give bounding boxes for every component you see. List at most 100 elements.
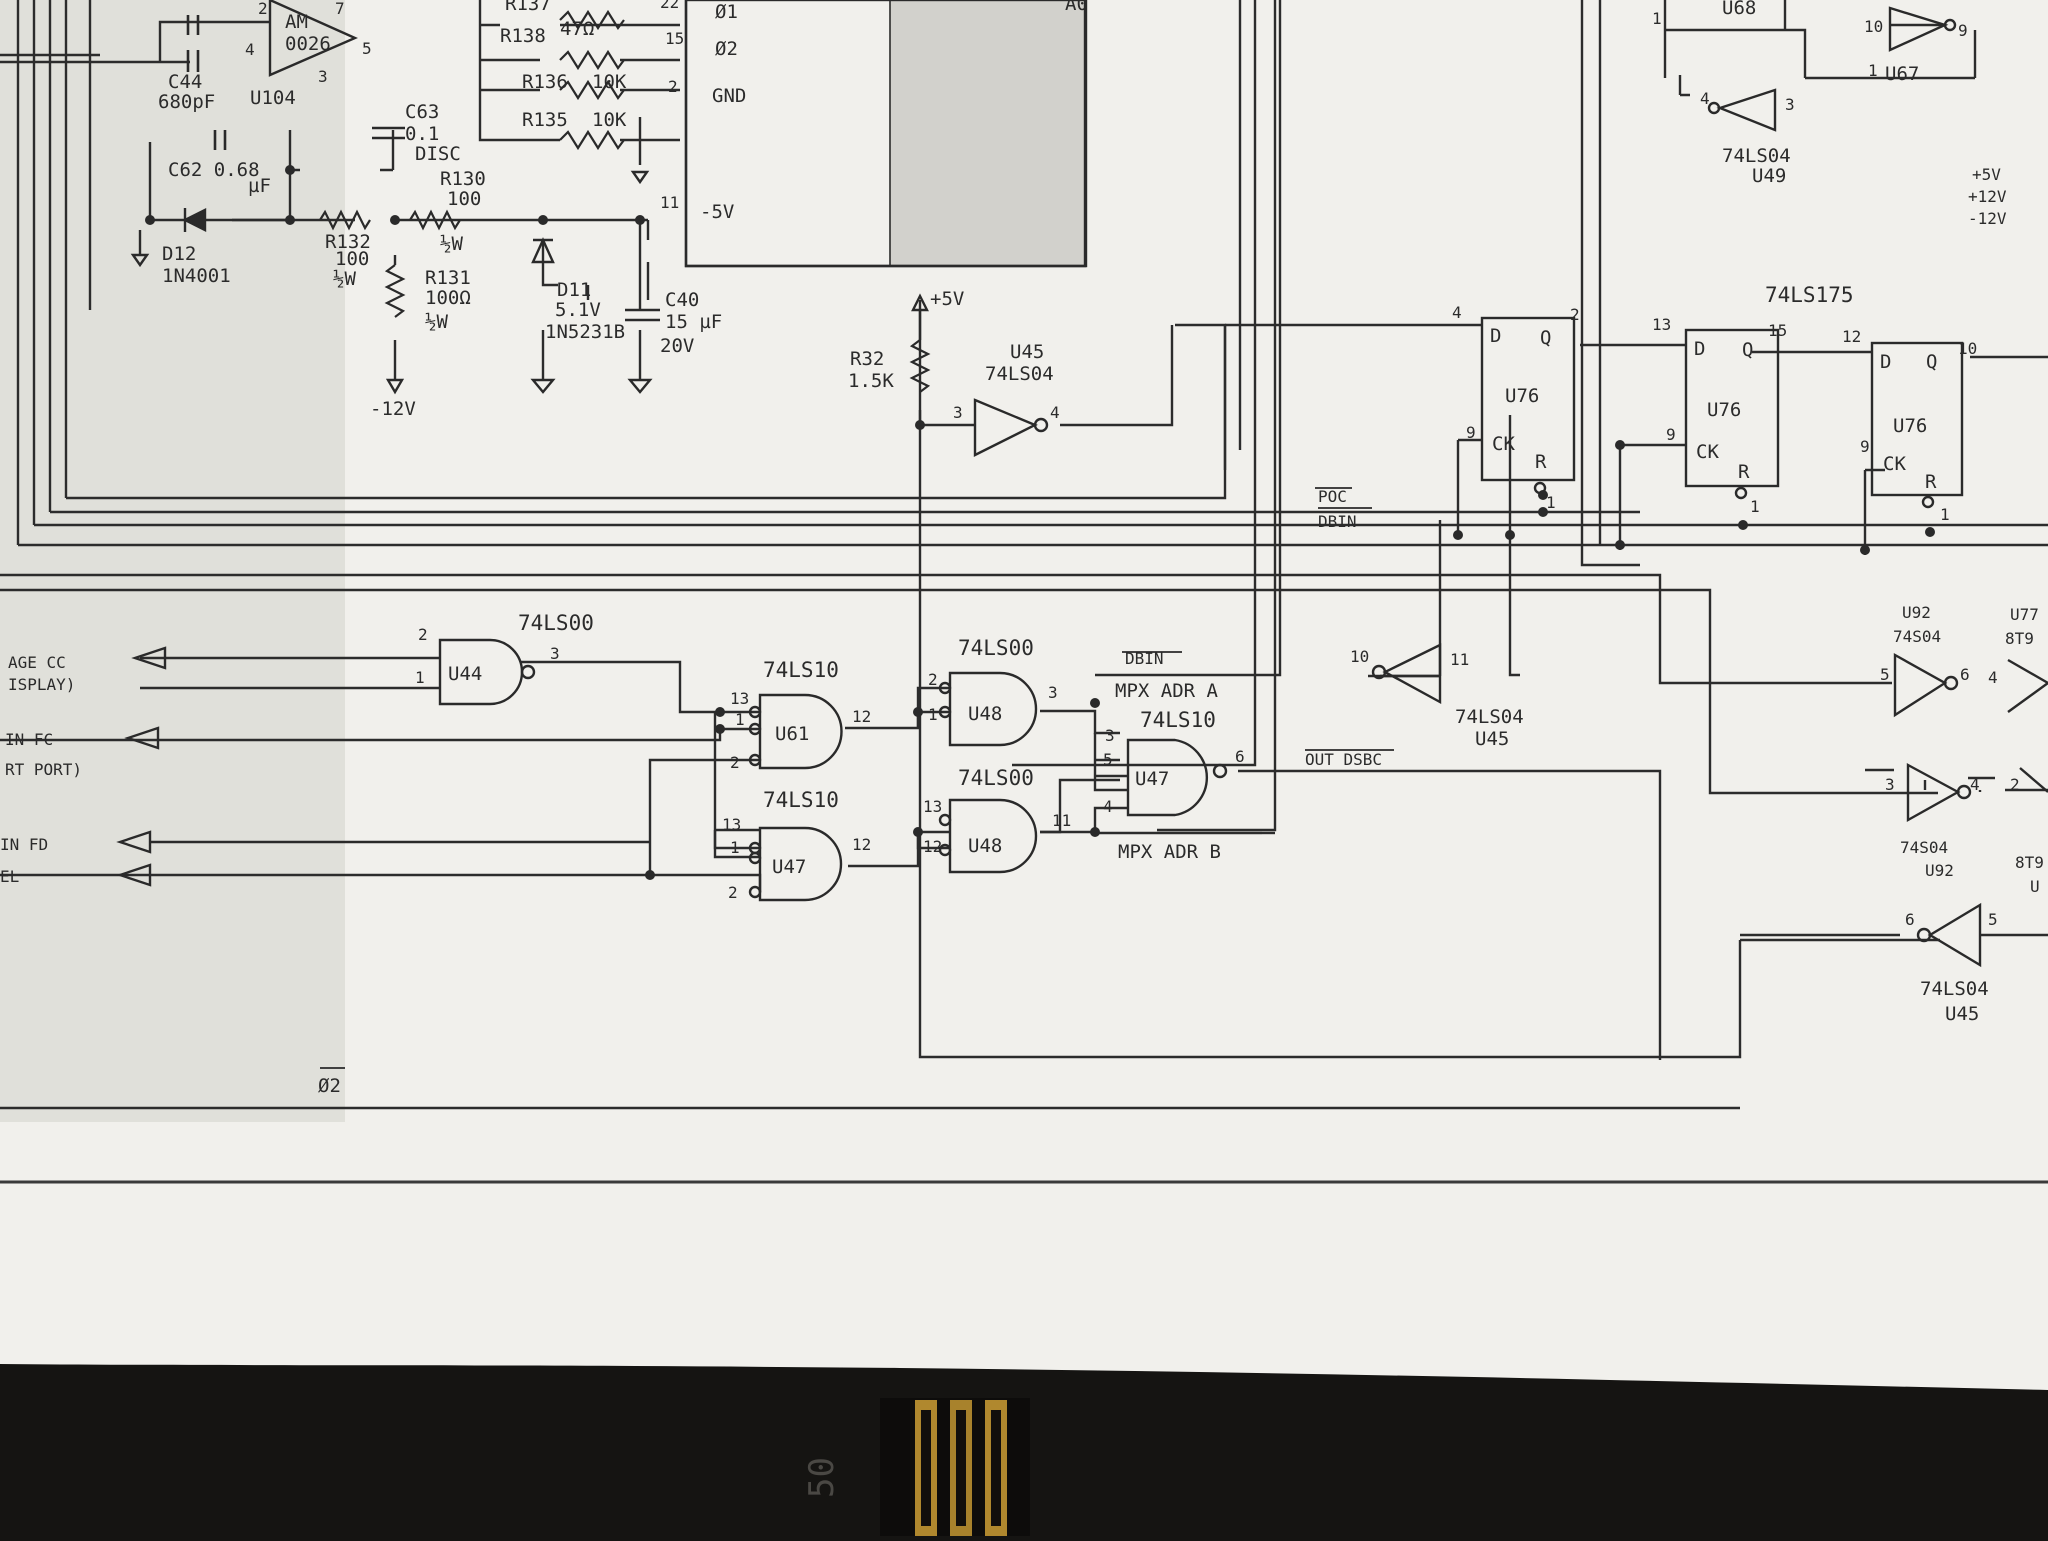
- svg-text:5: 5: [1988, 910, 1998, 929]
- plus5v-arrow: [911, 293, 929, 340]
- svg-text:4: 4: [245, 40, 255, 59]
- ff2-r: R: [1738, 461, 1750, 483]
- bt-label: 8T9: [2005, 629, 2034, 648]
- svg-text:3: 3: [1785, 95, 1795, 114]
- grey-shading-ic: [890, 0, 1085, 265]
- svg-text:15: 15: [665, 29, 684, 48]
- ground-symbols: [130, 170, 653, 395]
- svg-text:3: 3: [318, 67, 328, 86]
- r138-val-label: 47Ω: [560, 18, 594, 40]
- rail12-label: +12V: [1968, 187, 2007, 206]
- u48a-label: U48: [968, 703, 1002, 725]
- r136-label: R136: [522, 71, 568, 93]
- svg-text:1: 1: [928, 705, 938, 724]
- op-amp-u104: [268, 0, 358, 77]
- ff3-d: D: [1880, 351, 1891, 373]
- out-dsbc-label: OUT DSBC: [1305, 750, 1382, 769]
- dbin-label: DBIN: [1318, 512, 1357, 531]
- u77-label: U77: [2010, 605, 2039, 624]
- svg-text:4: 4: [1103, 797, 1113, 816]
- u92-bot-label: U92: [1925, 861, 1954, 880]
- c40-label: C40: [665, 289, 699, 311]
- svg-text:3: 3: [953, 403, 963, 422]
- svg-text:3: 3: [1048, 683, 1058, 702]
- u48a-part-label: 74LS00: [958, 636, 1034, 660]
- u45-top-label: U45: [1010, 341, 1044, 363]
- paper-sheet: [0, 0, 2048, 1390]
- diodes: [182, 208, 555, 264]
- c44-val-label: 680pF: [158, 91, 215, 113]
- svg-text:12: 12: [852, 707, 871, 726]
- u76-1-label: U76: [1505, 385, 1539, 407]
- c63-val-label: 0.1: [405, 123, 439, 145]
- ff1-r: R: [1535, 451, 1547, 473]
- inverter-u49: [1707, 88, 1777, 132]
- nand-gate-u48-b: [938, 798, 1038, 874]
- svg-text:9: 9: [1958, 21, 1968, 40]
- u92-top-label: U92: [1902, 603, 1931, 622]
- svg-text:1: 1: [1652, 9, 1662, 28]
- neg5v-label: -5V: [700, 201, 734, 223]
- r131-w-label: ½W: [425, 311, 448, 333]
- d11-part-label: 1N5231B: [545, 321, 625, 343]
- am-label: AM: [285, 11, 308, 33]
- svg-text:1: 1: [730, 838, 740, 857]
- wires: [0, 0, 2048, 1110]
- ff3-ck: CK: [1883, 453, 1906, 475]
- u45-bot-part-label: 74LS04: [1920, 978, 1989, 1000]
- svg-text:1: 1: [1750, 497, 1760, 516]
- svg-text:10: 10: [1350, 647, 1369, 666]
- u76-3-label: U76: [1893, 415, 1927, 437]
- u49-label: U49: [1752, 165, 1786, 187]
- r132-label: R132: [325, 231, 371, 253]
- nand-gate-u61: [748, 693, 843, 770]
- d11-v-label: 5.1V: [555, 299, 601, 321]
- ff2-ck: CK: [1696, 441, 1719, 463]
- c63-label: C63: [405, 101, 439, 123]
- svg-text:12: 12: [1842, 327, 1861, 346]
- svg-text:2: 2: [728, 883, 738, 902]
- d11-label: D11: [557, 279, 591, 301]
- edge-connector: [880, 1398, 1030, 1536]
- inverter-u45-top: [973, 398, 1049, 457]
- svg-text:1: 1: [1940, 505, 1950, 524]
- svg-text:2: 2: [418, 625, 428, 644]
- r131-val-label: 100Ω: [425, 287, 471, 309]
- svg-text:10: 10: [1958, 339, 1977, 358]
- flip-flop-3: [1870, 341, 1964, 509]
- svg-text:11: 11: [1450, 650, 1469, 669]
- u61-label: U61: [775, 723, 809, 745]
- ff1-d: D: [1490, 325, 1501, 347]
- svg-text:13: 13: [722, 815, 741, 834]
- signal-3b: EL: [0, 867, 19, 886]
- nand-gate-u48-a: [938, 671, 1038, 747]
- u49-part-label: 74LS04: [1722, 145, 1791, 167]
- svg-text:9: 9: [1860, 437, 1870, 456]
- c62-label: C62 0.68: [168, 159, 260, 181]
- svg-text:5: 5: [1103, 750, 1113, 769]
- r137-label: R137: [505, 0, 551, 15]
- u7-label: U: [2030, 877, 2040, 896]
- svg-text:7: 7: [335, 0, 345, 18]
- u45-mid-label: U45: [1475, 728, 1509, 750]
- r136-val-label: 10K: [592, 71, 627, 93]
- r132-val-label: 100: [335, 248, 369, 270]
- r138-label: R138: [500, 25, 546, 47]
- r135-label: R135: [522, 109, 568, 131]
- svg-text:1: 1: [735, 710, 745, 729]
- labels: AM 0026 C44 680pF U104 C62 0.68 µF D12 1…: [0, 0, 2044, 1097]
- rail5-label: +5V: [1972, 165, 2001, 184]
- svg-text:5: 5: [362, 39, 372, 58]
- signal-2a: IN FC: [5, 730, 53, 749]
- r32-val-label: 1.5K: [848, 370, 894, 392]
- r130-w-label: ½W: [440, 233, 463, 255]
- svg-text:1: 1: [1868, 61, 1878, 80]
- ff1-q: Q: [1540, 327, 1551, 349]
- u45-mid-part-label: 74LS04: [1455, 706, 1524, 728]
- ff2-d: D: [1694, 338, 1705, 360]
- grey-shading-left: [0, 0, 345, 1122]
- r130-val-label: 100: [447, 188, 481, 210]
- mpx-a-label: MPX ADR A: [1115, 680, 1219, 702]
- svg-text:15: 15: [1768, 321, 1787, 340]
- signal-1b: ISPLAY): [8, 675, 75, 694]
